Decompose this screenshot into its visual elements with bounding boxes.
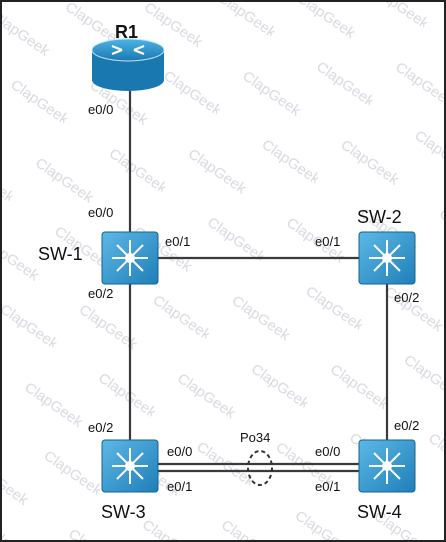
port-channel-label: Po34 (240, 430, 271, 445)
port-label-sw3-e01: e0/1 (167, 479, 193, 494)
port-label-sw1-e02: e0/2 (88, 286, 114, 301)
switch-sw2-icon (358, 231, 416, 285)
switch-sw4-icon (358, 439, 416, 493)
port-label-sw2-e02: e0/2 (394, 290, 420, 305)
switch-sw3-icon (101, 439, 159, 493)
port-label-sw1-e00: e0/0 (88, 205, 114, 220)
port-label-sw4-e00: e0/0 (315, 444, 341, 459)
port-label-sw4-e02: e0/2 (394, 418, 420, 433)
device-label-r1: R1 (115, 22, 139, 42)
device-label-sw2: SW-2 (357, 207, 402, 227)
port-label-sw3-e00: e0/0 (167, 444, 193, 459)
port-label-sw4-e01: e0/1 (315, 479, 341, 494)
port-label-sw3-e02: e0/2 (88, 420, 114, 435)
port-label-sw1-e01: e0/1 (165, 234, 191, 249)
port-channel-oval (247, 450, 273, 486)
switch-sw1-icon (101, 231, 159, 285)
device-label-sw4: SW-4 (357, 502, 402, 522)
device-label-sw1: SW-1 (38, 244, 83, 264)
links (128, 90, 389, 473)
port-label-sw2-e01: e0/1 (315, 234, 341, 249)
device-label-sw3: SW-3 (101, 502, 146, 522)
port-label-r1-e00: e0/0 (88, 102, 114, 117)
router-icon (91, 38, 165, 91)
